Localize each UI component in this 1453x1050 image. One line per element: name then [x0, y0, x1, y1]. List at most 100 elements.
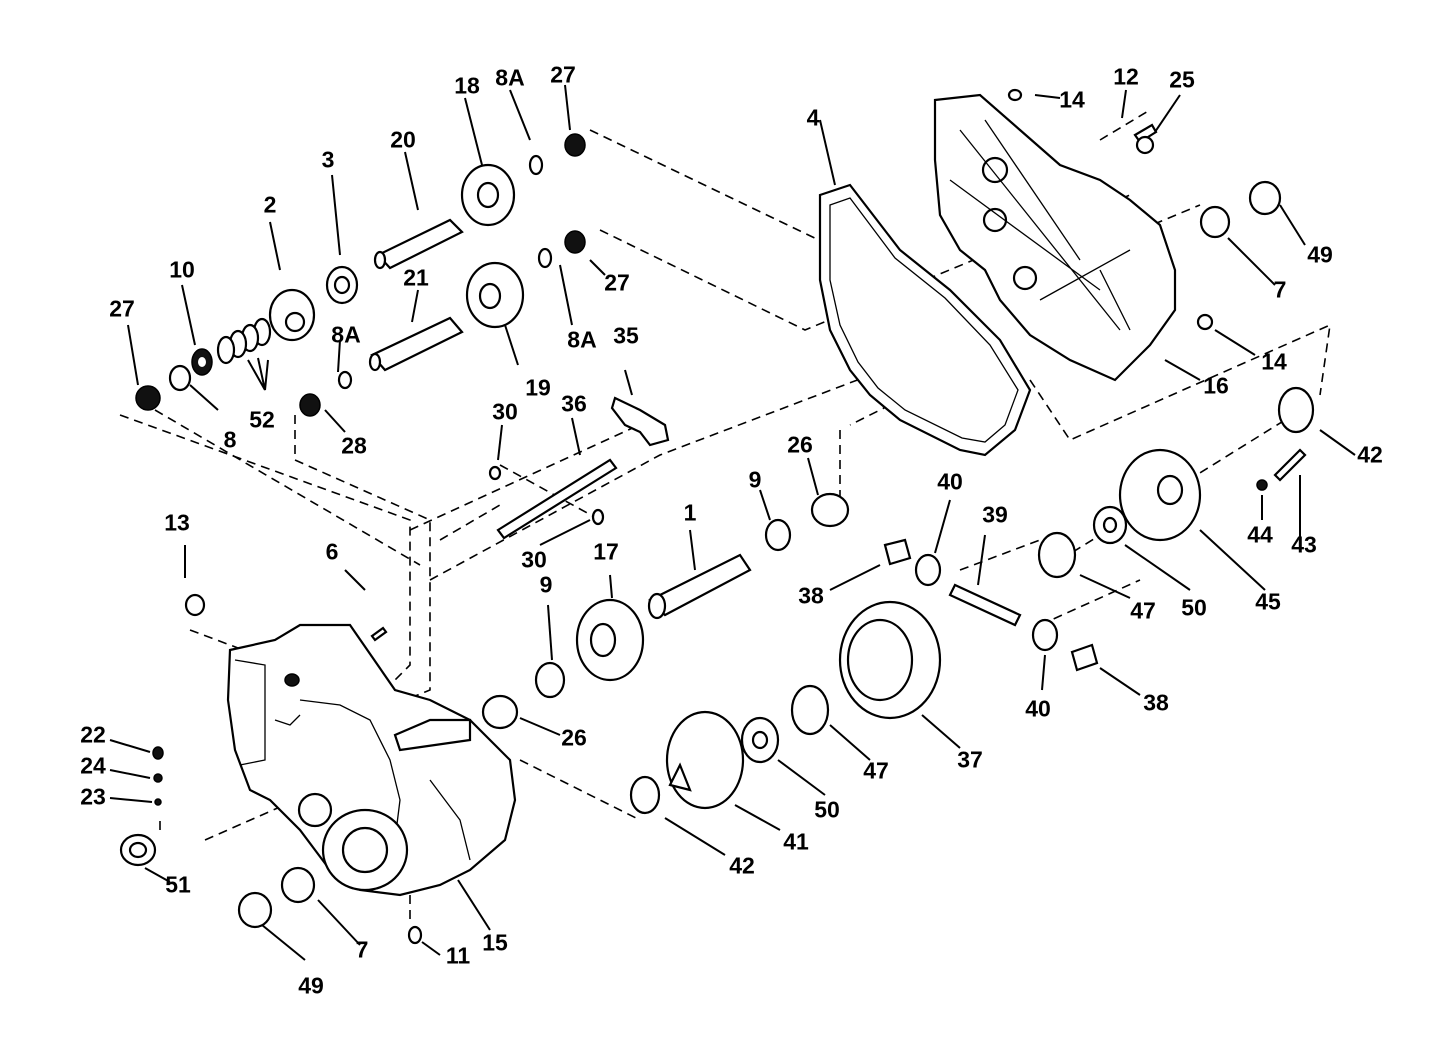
- ring-gear-37: [838, 600, 942, 720]
- caps-49: [237, 180, 1282, 929]
- bearing-27-left: [135, 385, 161, 411]
- callout-16: 16: [1203, 372, 1229, 399]
- callout-20: 20: [390, 126, 416, 153]
- callout-19: 19: [525, 374, 551, 401]
- shift-fork-35: [610, 396, 670, 447]
- callout-47-right: 47: [1130, 597, 1156, 624]
- callout-14-right: 14: [1261, 348, 1287, 375]
- callout-26-lower: 26: [561, 724, 587, 751]
- callout-24: 24: [80, 752, 106, 779]
- callout-15: 15: [482, 929, 508, 956]
- callout-21: 21: [403, 264, 429, 291]
- callout-37: 37: [957, 746, 983, 773]
- callout-43: 43: [1291, 531, 1317, 558]
- leader-lines: [109, 84, 1356, 961]
- callout-27-top: 27: [550, 61, 576, 88]
- callout-26-upper: 26: [787, 431, 813, 458]
- pinion-gears-40: [914, 553, 1059, 652]
- callout-42-right: 42: [1357, 441, 1383, 468]
- nut-44: [1256, 479, 1268, 491]
- callout-27-mid: 27: [604, 269, 630, 296]
- callout-3: 3: [321, 146, 335, 173]
- callout-8: 8: [223, 426, 237, 453]
- callout-7-left: 7: [355, 936, 369, 963]
- callout-27-left: 27: [109, 295, 135, 322]
- differential-case-45: [1118, 448, 1202, 542]
- bolt-43: [1273, 448, 1307, 482]
- bearing-27-mid: [564, 230, 586, 254]
- shaft-1: [647, 553, 752, 620]
- callout-45: 45: [1255, 588, 1281, 615]
- gear-19: [465, 261, 525, 329]
- bearings-7: [280, 205, 1231, 904]
- clips-8a: [337, 154, 553, 390]
- callout-2: 2: [263, 191, 277, 218]
- callout-50-right: 50: [1181, 594, 1207, 621]
- callout-44: 44: [1247, 521, 1273, 548]
- callout-22: 22: [80, 721, 106, 748]
- gear-3: [325, 265, 359, 305]
- clips-30: [488, 465, 605, 526]
- gear-17: [575, 598, 645, 682]
- gear-18: [460, 163, 516, 227]
- callout-12: 12: [1113, 63, 1139, 90]
- callout-17: 17: [593, 538, 619, 565]
- callout-13: 13: [164, 509, 190, 536]
- callout-35: 35: [613, 322, 639, 349]
- spring-washers-52: [216, 317, 272, 365]
- callout-50-left: 50: [814, 796, 840, 823]
- bearings-42: [629, 386, 1315, 815]
- hub-2: [268, 288, 316, 342]
- callout-14-top: 14: [1059, 86, 1085, 113]
- callout-8a-mid: 8A: [567, 326, 597, 353]
- callout-40-lower: 40: [1025, 695, 1051, 722]
- callout-38-right: 38: [1143, 689, 1169, 716]
- seal-51: [119, 833, 157, 867]
- callout-41: 41: [783, 828, 809, 855]
- shaft-21: [368, 316, 464, 372]
- callout-51: 51: [165, 871, 191, 898]
- callout-8a-top: 8A: [495, 64, 525, 91]
- fittings-small: [152, 88, 1214, 945]
- blocks-38: [883, 538, 1099, 672]
- side-gears-47: [790, 531, 1077, 736]
- callout-23: 23: [80, 783, 106, 810]
- bearing-28: [299, 393, 321, 417]
- callout-1: 1: [683, 499, 697, 526]
- callout-10: 10: [169, 256, 195, 283]
- callout-28: 28: [341, 432, 367, 459]
- callout-39: 39: [982, 501, 1008, 528]
- callout-49-left: 49: [298, 972, 324, 999]
- callout-18: 18: [454, 72, 480, 99]
- callout-6: 6: [325, 538, 339, 565]
- callout-47-left: 47: [863, 757, 889, 784]
- callout-42-left: 42: [729, 852, 755, 879]
- callout-8a-left: 8A: [331, 321, 361, 348]
- callout-38-left: 38: [798, 582, 824, 609]
- callout-11: 11: [445, 942, 471, 969]
- washer-10: [191, 348, 213, 376]
- shift-rod-36: [496, 458, 618, 540]
- callout-7-right: 7: [1273, 276, 1287, 303]
- callout-9-lower: 9: [539, 571, 553, 598]
- callout-25: 25: [1169, 66, 1195, 93]
- thrust-washers-50: [740, 505, 1128, 764]
- pin-39: [948, 583, 1022, 627]
- washers-9: [534, 518, 792, 699]
- differential-case-41: [665, 710, 745, 810]
- callout-40-upper: 40: [937, 468, 963, 495]
- bushings-26: [481, 492, 850, 730]
- bearing-27-top: [564, 133, 586, 157]
- callout-9-upper: 9: [748, 466, 762, 493]
- shaft-20: [373, 218, 464, 270]
- callout-52: 52: [249, 406, 275, 433]
- transmission-case-left: [226, 623, 517, 897]
- callout-30-upper: 30: [492, 398, 518, 425]
- callout-36: 36: [561, 390, 587, 417]
- gasket: [818, 183, 1032, 457]
- ring-8: [168, 364, 192, 392]
- callout-30-lower: 30: [521, 546, 547, 573]
- callout-4: 4: [806, 104, 820, 131]
